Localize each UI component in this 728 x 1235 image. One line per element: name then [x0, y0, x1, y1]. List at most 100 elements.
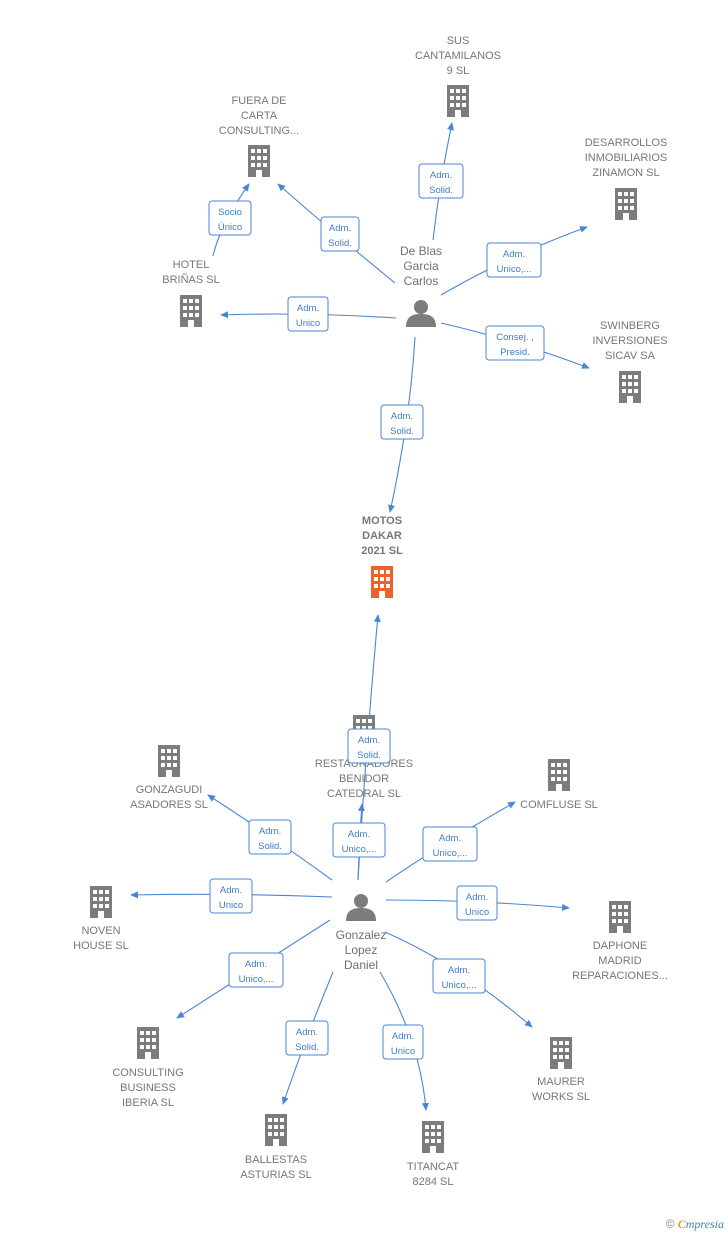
company-name-line: 9 SL — [447, 65, 470, 77]
building-icon — [548, 759, 570, 791]
empresia-logo[interactable]: Cmpresia — [678, 1217, 724, 1231]
edge-label-text: Adm. — [297, 303, 319, 314]
company-name-line: MAURER — [537, 1076, 585, 1088]
edge-label-e15[interactable]: Adm.Unico,... — [432, 958, 486, 994]
building-icon — [619, 371, 641, 403]
edge-label-e10[interactable]: Adm. Solid. — [248, 819, 292, 855]
company-name-line: DAPHONE — [593, 940, 647, 952]
brand-initial: C — [677, 1217, 686, 1231]
edge-label-e11[interactable]: Adm.Unico,... — [422, 826, 478, 862]
edge-label-e16[interactable]: Adm. Solid. — [285, 1020, 329, 1056]
edge-label-e14[interactable]: Adm. Unico,... — [228, 952, 284, 988]
edge-label-text: Unico — [391, 1046, 415, 1057]
company-name-line: MADRID — [598, 955, 641, 967]
edge-label-text: Unico,... — [342, 844, 377, 855]
edge-label-e1[interactable]: Adm. Solid. — [418, 163, 464, 199]
edge-label-e12[interactable]: Adm. Unico — [209, 878, 253, 914]
company-name-line: BALLESTAS — [245, 1154, 307, 1166]
company-name-line: SICAV SA — [605, 350, 656, 362]
edge-label-text: Adm. — [439, 833, 461, 844]
edge-label-text: Solid. — [258, 841, 282, 852]
company-name-line: WORKS SL — [532, 1091, 590, 1103]
building-icon — [371, 566, 393, 598]
edge-label-text: Adm. — [296, 1027, 318, 1038]
person-name-line: Gonzalez — [336, 928, 387, 942]
edge-label-text: Adm. — [448, 965, 470, 976]
company-name-line: SUS — [447, 35, 470, 47]
building-icon — [422, 1121, 444, 1153]
edge-label-text: Adm. — [348, 829, 370, 840]
edge-label-text: Adm. — [391, 411, 413, 422]
company-node-swinberg[interactable]: SWINBERG INVERSIONES SICAV SA — [592, 320, 668, 403]
company-name-line: BRIÑAS SL — [162, 273, 219, 286]
company-name-line: COMFLUSE SL — [520, 799, 598, 811]
edge-label-e4[interactable]: Adm. Unico,... — [486, 242, 542, 278]
company-name-line: GONZAGUDI — [136, 784, 203, 796]
edge-label-e9[interactable]: Adm. Unico,... — [332, 822, 386, 858]
edge-label-text: Adm. — [245, 959, 267, 970]
copyright-symbol: © — [665, 1217, 675, 1231]
company-node-maurer[interactable]: MAURER WORKS SL — [532, 1037, 590, 1103]
company-name-line: SWINBERG — [600, 320, 660, 332]
person-icon — [346, 894, 376, 921]
building-icon — [265, 1114, 287, 1146]
edge-label-e7[interactable]: Adm.Solid. — [380, 404, 424, 440]
edge-label-e6[interactable]: Consej. ,Presid. — [485, 325, 545, 361]
company-name-line: CATEDRAL SL — [327, 788, 401, 800]
edge-label-text: Solid. — [295, 1042, 319, 1053]
edge-label-text: Adm. — [503, 249, 525, 260]
edge-label-e2[interactable]: Adm.Solid. — [320, 216, 360, 252]
company-name-line: NOVEN — [81, 925, 120, 937]
edge-label-text: Unico — [219, 900, 243, 911]
person-name-line: Carlos — [404, 274, 439, 288]
company-name-line: HOUSE SL — [73, 940, 129, 952]
person-name-line: Daniel — [344, 958, 378, 972]
company-node-comfluse[interactable]: COMFLUSE SL — [520, 759, 598, 811]
brand-name: mpresia — [685, 1217, 724, 1231]
edge-label-e17[interactable]: Adm.Unico — [382, 1024, 424, 1060]
company-name-line: MOTOS — [362, 515, 402, 527]
company-name-line: ZINAMON SL — [592, 167, 659, 179]
building-icon — [158, 745, 180, 777]
company-name-line: FUERA DE — [231, 95, 286, 107]
company-name-line: 8284 SL — [413, 1176, 454, 1188]
building-icon — [90, 886, 112, 918]
company-name-line: CONSULTING — [112, 1067, 183, 1079]
edge-label-text: Adm. — [259, 826, 281, 837]
company-node-noven[interactable]: NOVEN HOUSE SL — [73, 886, 129, 952]
edge-label-text: Solid. — [429, 185, 453, 196]
edge-label-text: Unico,... — [497, 264, 532, 275]
edge-label-text: Solid. — [357, 750, 381, 761]
company-name-line: INVERSIONES — [592, 335, 667, 347]
company-node-fuera[interactable]: FUERA DECARTACONSULTING... — [219, 95, 299, 177]
edge-label-text: Consej. , — [496, 332, 534, 343]
edge-label-text: Adm. — [430, 170, 452, 181]
building-icon — [248, 145, 270, 177]
edge-label-text: Adm. — [329, 223, 351, 234]
edge-label-e8[interactable]: Adm.Solid. — [347, 728, 391, 764]
company-node-daphone[interactable]: DAPHONE MADRID REPARACIONES... — [572, 901, 668, 982]
edge-label-e5[interactable]: Adm.Unico — [287, 296, 329, 332]
building-icon — [180, 295, 202, 327]
edge-label-text: Adm. — [220, 885, 242, 896]
company-name-line: REPARACIONES... — [572, 970, 668, 982]
company-name-line: CONSULTING... — [219, 125, 299, 137]
company-name-line: BUSINESS — [120, 1082, 176, 1094]
company-name-line: 2021 SL — [361, 545, 403, 557]
edge-label-text: Unico — [465, 907, 489, 918]
person-icon — [406, 300, 436, 327]
edge-label-e13[interactable]: Adm.Unico — [456, 885, 498, 921]
edge-label-text: Unico,... — [239, 974, 274, 985]
